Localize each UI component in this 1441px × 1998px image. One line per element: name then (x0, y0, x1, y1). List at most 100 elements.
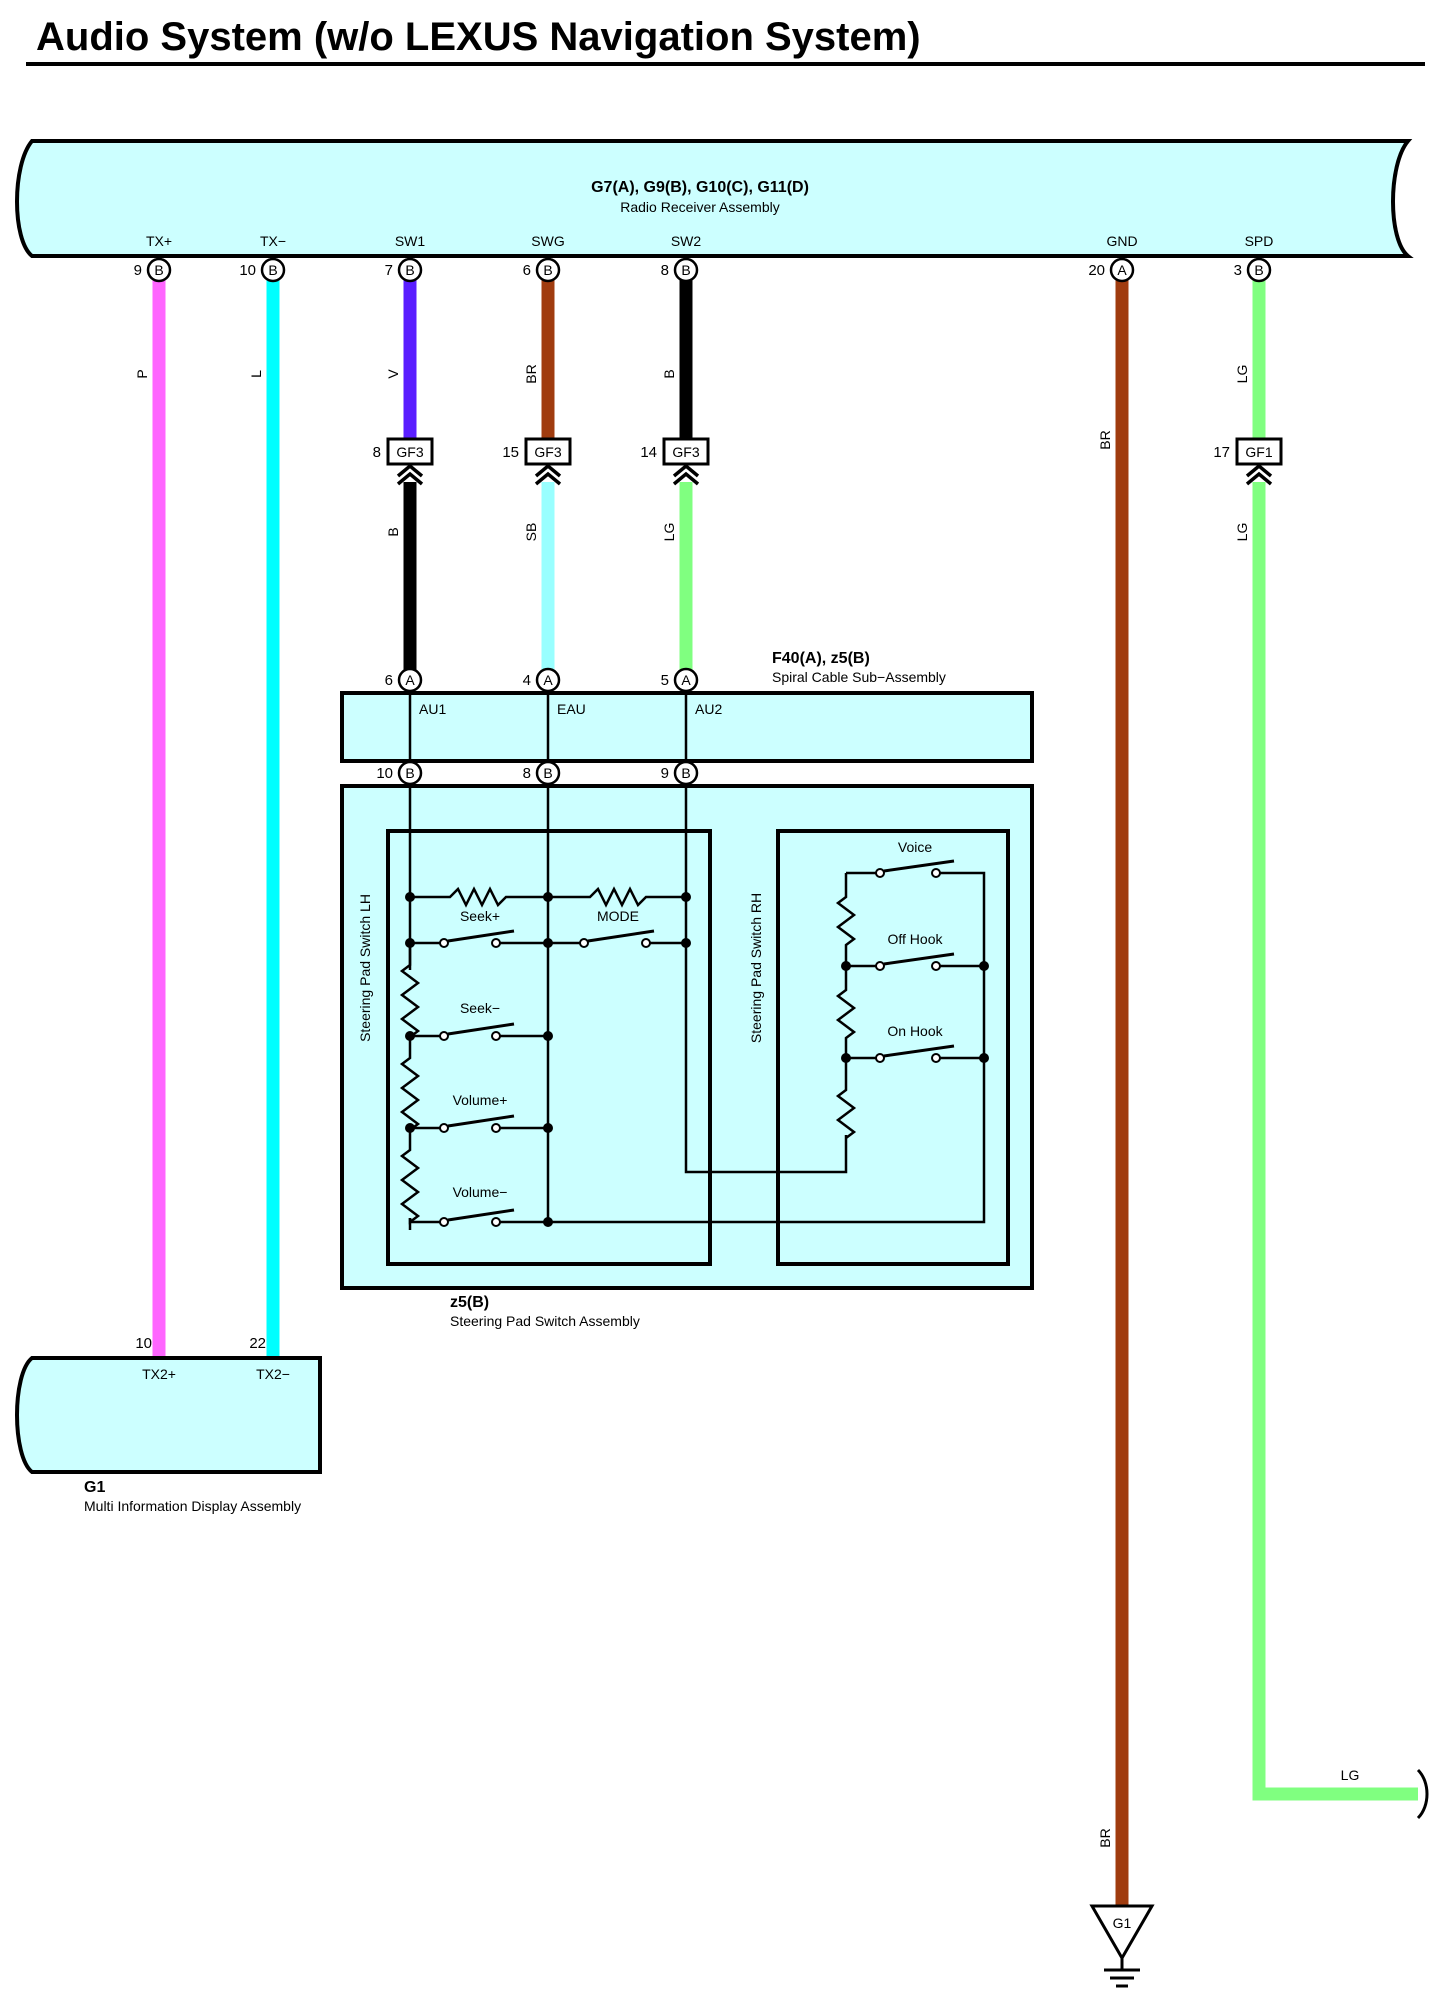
radio-pin-txm-conn: B (268, 262, 277, 278)
mid-name: Multi Information Display Assembly (84, 1498, 301, 1514)
junction-sw2: GF3 14 (640, 437, 710, 486)
radio-pin-swg-num: 6 (523, 262, 531, 279)
junction-sw2-arrow-icon (672, 463, 700, 486)
wire-spd-end-cap (1416, 1768, 1429, 1820)
steering-name: Steering Pad Switch Assembly (450, 1313, 640, 1329)
junction-swg-code: GF3 (534, 444, 561, 460)
junction-sw1-code: GF3 (396, 444, 423, 460)
ground-label: G1 (1113, 1915, 1132, 1931)
mid-terminal-txm: TX2− (256, 1366, 290, 1382)
junction-sw2-pin: 14 (640, 444, 657, 461)
steering-rh-label: Steering Pad Switch RH (748, 893, 764, 1043)
wire-spd-lower (1252, 482, 1418, 1801)
label-volume-minus: Volume− (453, 1184, 508, 1200)
mid-assembly-box (15, 1356, 322, 1474)
radio-pin-spd-conn: B (1254, 262, 1263, 278)
radio-receiver-box (15, 139, 1414, 258)
spiral-pin-eau: A4 (523, 667, 561, 693)
wire-code-spd-lower: LG (1234, 523, 1250, 542)
spiral-pin-eau-num: 4 (523, 672, 531, 689)
wire-code-txp: P (134, 369, 150, 378)
switch-seek-plus (439, 929, 515, 948)
terminal-label-swg: SWG (531, 233, 564, 249)
mid-terminal-txp: TX2+ (142, 1366, 176, 1382)
label-seek-minus: Seek− (460, 1000, 500, 1016)
spiral-terminal-au2: AU2 (695, 701, 722, 717)
ground-symbol-icon (1089, 1904, 1155, 1988)
steering-lh-label: Steering Pad Switch LH (357, 894, 373, 1042)
radio-pin-sw2-num: 8 (661, 262, 669, 279)
label-mode: MODE (597, 908, 639, 924)
wire-code-txm: L (248, 370, 264, 378)
page-title: Audio System (w/o LEXUS Navigation Syste… (36, 15, 921, 59)
spiral-pin-au1-num: 6 (385, 672, 393, 689)
switch-on-hook (875, 1044, 955, 1063)
wire-code-spd-end: LG (1341, 1767, 1360, 1783)
steering-rh-box (776, 829, 1010, 1266)
radio-pin-txm: B 10 (239, 257, 286, 283)
spiral-bottom-pin-1-conn: B (405, 765, 414, 781)
label-on-hook: On Hook (887, 1023, 943, 1039)
switch-volume-minus (439, 1208, 515, 1227)
wire-code-sw1-lower: B (385, 527, 401, 536)
radio-pin-txm-num: 10 (239, 262, 256, 279)
junction-sw1-pin: 8 (373, 444, 381, 461)
wire-code-swg-upper: BR (523, 364, 539, 383)
spiral-bottom-pin-2-conn: B (543, 765, 552, 781)
radio-pin-gnd-conn: A (1117, 262, 1127, 278)
wire-code-sw2-lower: LG (661, 523, 677, 542)
spiral-terminal-eau: EAU (557, 701, 586, 717)
spiral-bottom-pin-1: B10 (376, 760, 423, 786)
radio-pin-swg: B6 (523, 257, 561, 283)
terminal-label-sw2: SW2 (671, 233, 702, 249)
spiral-bottom-pin-3-num: 9 (661, 765, 669, 782)
junction-sw1: GF3 8 (373, 437, 434, 486)
switch-seek-minus (439, 1022, 515, 1041)
radio-pin-sw2: B8 (661, 257, 699, 283)
switch-voice (875, 859, 955, 878)
terminal-label-gnd: GND (1106, 233, 1137, 249)
junction-swg-arrow-icon (534, 463, 562, 486)
radio-pin-txp: B9 (134, 257, 172, 283)
spiral-pin-au2-num: 5 (661, 672, 669, 689)
steering-code: z5(B) (450, 1294, 489, 1311)
spiral-terminal-au1: AU1 (419, 701, 446, 717)
mid-code: G1 (84, 1479, 105, 1496)
label-volume-plus: Volume+ (453, 1092, 508, 1108)
spiral-pin-au1: A6 (385, 667, 423, 693)
spiral-bottom-pin-3: B9 (661, 760, 699, 786)
terminal-label-spd: SPD (1245, 233, 1274, 249)
spiral-bottom-pin-3-conn: B (681, 765, 690, 781)
radio-pin-sw1-num: 7 (385, 262, 393, 279)
radio-code: G7(A), G9(B), G10(C), G11(D) (591, 179, 809, 196)
spiral-pin-eau-conn: A (543, 672, 553, 688)
radio-pin-swg-conn: B (543, 262, 552, 278)
wire-code-swg-lower: SB (523, 523, 539, 542)
terminal-label-txm: TX− (260, 233, 286, 249)
junction-spd-arrow-icon (1245, 463, 1273, 486)
wire-code-gnd-upper: BR (1097, 430, 1113, 449)
junction-swg: GF3 15 (502, 437, 572, 486)
radio-pin-spd-num: 3 (1234, 262, 1242, 279)
radio-pin-gnd: A20 (1088, 257, 1135, 283)
terminal-label-sw1: SW1 (395, 233, 426, 249)
wire-code-sw1-upper: V (385, 369, 401, 379)
label-voice: Voice (898, 839, 932, 855)
label-off-hook: Off Hook (888, 931, 944, 947)
radio-pin-sw1: B7 (385, 257, 423, 283)
steering-circuit (399, 773, 986, 1230)
spiral-bottom-pin-2-num: 8 (523, 765, 531, 782)
junction-spd: GF1 17 (1213, 437, 1283, 486)
wire-code-spd-upper: LG (1234, 365, 1250, 384)
spiral-bottom-pin-2: B8 (523, 760, 561, 786)
circuit-junction-dots (405, 892, 989, 1227)
spiral-pin-au2: A5 (661, 667, 699, 693)
junction-spd-pin: 17 (1213, 444, 1230, 461)
wire-code-gnd-lower: BR (1097, 1828, 1113, 1847)
junction-sw2-code: GF3 (672, 444, 699, 460)
label-seek-plus: Seek+ (460, 908, 500, 924)
spiral-pin-au1-conn: A (405, 672, 415, 688)
radio-pin-spd: B3 (1234, 257, 1272, 283)
junction-spd-code: GF1 (1245, 444, 1272, 460)
